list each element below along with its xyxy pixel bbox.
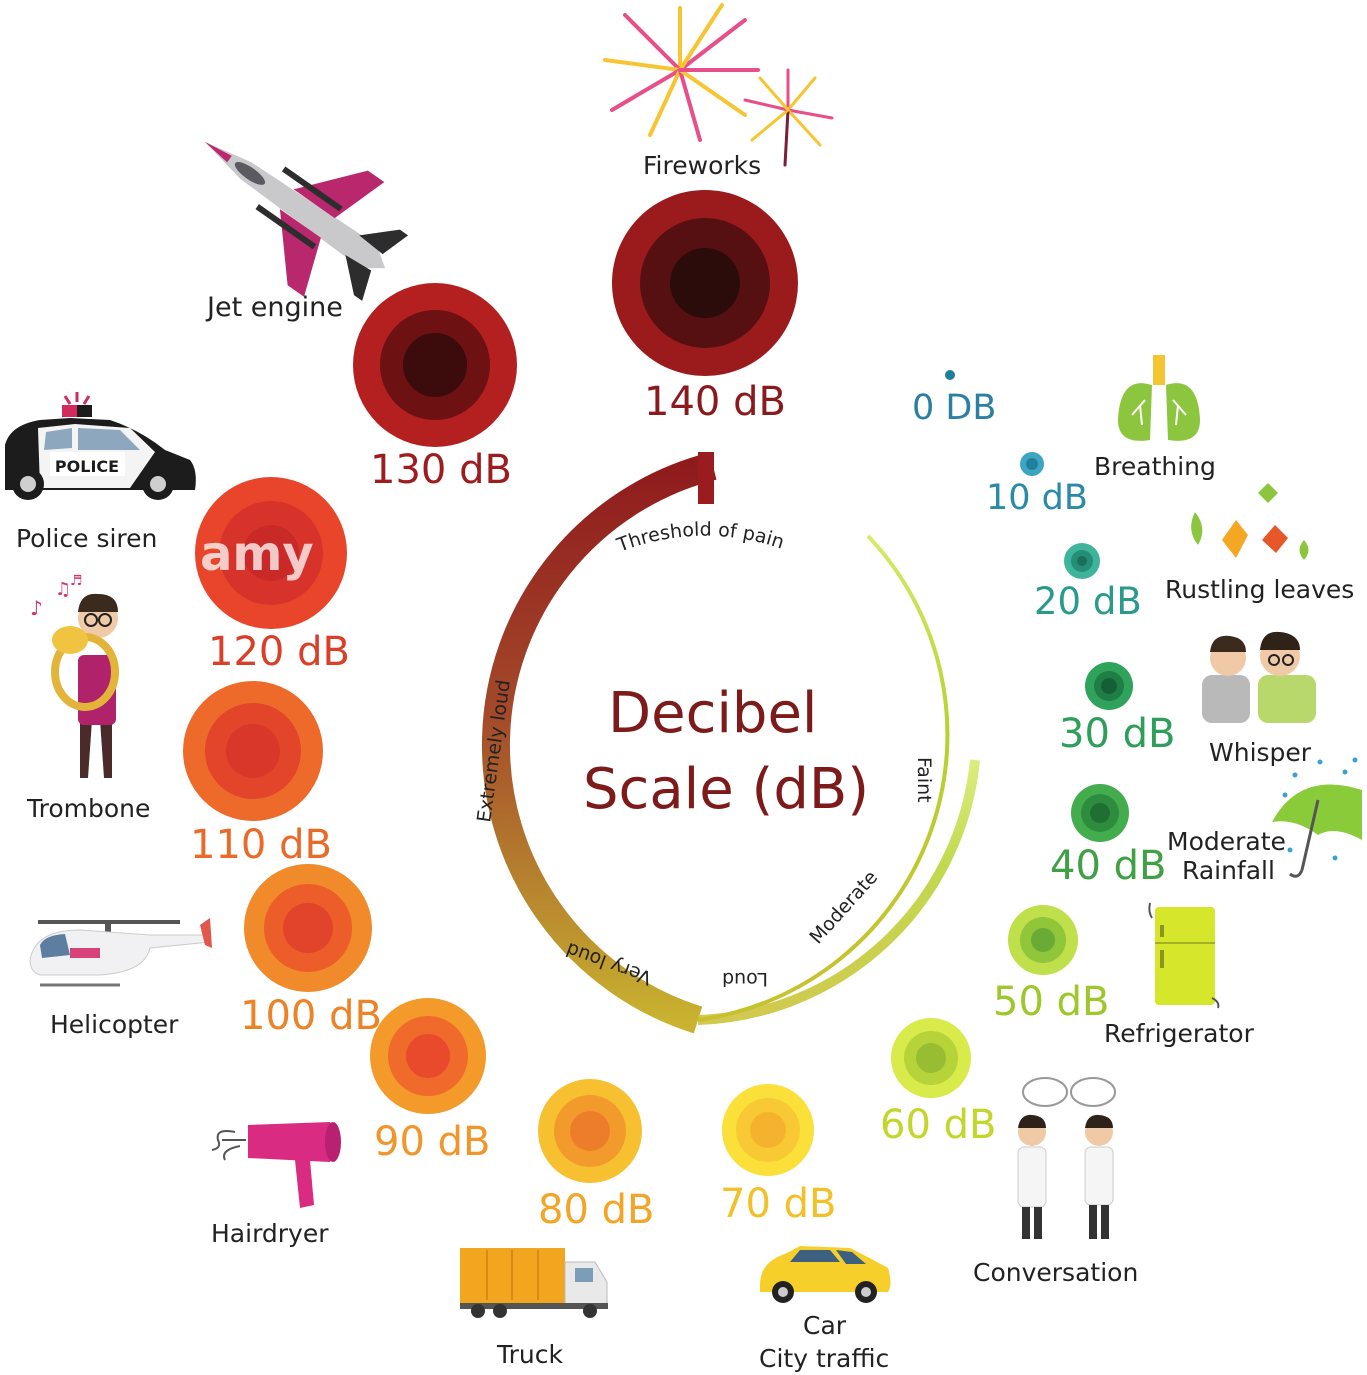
db-label-0: 0 DB [912, 388, 997, 428]
scale-ring [481, 452, 980, 1034]
level-circle-0 [945, 370, 955, 380]
ring-loud-segment [481, 452, 717, 1034]
db-label-70: 70 dB [720, 1181, 837, 1227]
db-label-90: 90 dB [374, 1119, 491, 1165]
source-label-whisper: Whisper [1209, 738, 1312, 767]
level-circle-90 [370, 998, 486, 1114]
level-circle-40 [1071, 784, 1129, 842]
level-circle-30 [1085, 662, 1133, 710]
faint-label: Faint [913, 757, 935, 803]
source-label-rainfall: Rainfall [1182, 856, 1275, 885]
whisper-icon [1202, 631, 1316, 723]
db-label-40: 40 dB [1050, 843, 1167, 889]
db-label-130: 130 dB [370, 447, 512, 493]
ring-quiet-thick [697, 759, 980, 1025]
db-label-20: 20 dB [1034, 580, 1142, 623]
fighter-jet-icon [204, 141, 409, 301]
db-label-60: 60 dB [880, 1102, 997, 1148]
level-circle-100 [244, 864, 372, 992]
ring-quiet-segment [697, 534, 950, 1022]
level-circles [183, 190, 1133, 1183]
svg-text:♪: ♪ [30, 596, 43, 620]
source-label-fireworks: Fireworks [643, 151, 762, 180]
lungs-icon [1118, 355, 1200, 441]
source-label-city-traffic: City traffic [759, 1344, 890, 1373]
source-label-helicopter: Helicopter [50, 1010, 179, 1039]
level-circle-80 [538, 1079, 642, 1183]
source-label-moderate: Moderate [1167, 827, 1286, 856]
level-circle-10 [1020, 452, 1044, 476]
refrigerator-icon [1148, 902, 1220, 1009]
source-label-breathing: Breathing [1094, 452, 1216, 481]
moderate-label: Moderate [805, 866, 882, 948]
db-label-30: 30 dB [1059, 711, 1176, 757]
level-circle-60 [891, 1018, 971, 1098]
police-car-icon: POLICE [5, 392, 196, 500]
db-label-10: 10 dB [986, 478, 1088, 518]
level-circle-20 [1064, 543, 1100, 579]
watermark-text: amy [200, 526, 314, 582]
ring-end-cap [698, 452, 714, 504]
truck-icon [460, 1248, 608, 1318]
source-label-car: Car [803, 1311, 847, 1340]
fireworks-icon [603, 3, 834, 167]
leaves-icon [1191, 483, 1309, 560]
source-label-trombone: Trombone [27, 794, 151, 823]
level-circle-140 [612, 190, 798, 376]
trombone-player-icon: ♪ ♫ ♬ [30, 573, 119, 778]
level-circle-50 [1008, 905, 1078, 975]
hairdryer-icon [211, 1122, 341, 1208]
threshold-of-pain-label: Threshold of pain [613, 519, 787, 557]
loud-label: Loud [722, 968, 768, 990]
source-label-hairdryer: Hairdryer [211, 1219, 329, 1248]
level-circle-110 [183, 681, 323, 821]
db-label-120: 120 dB [208, 629, 350, 675]
db-label-110: 110 dB [190, 822, 332, 868]
db-label-100: 100 dB [240, 993, 382, 1039]
umbrella-rain-icon [1272, 757, 1362, 878]
level-circle-130 [353, 283, 517, 447]
source-label-refrigerator: Refrigerator [1104, 1019, 1254, 1048]
helicopter-icon [29, 918, 212, 987]
svg-text:♬: ♬ [70, 573, 83, 589]
svg-text:♫: ♫ [55, 579, 71, 600]
source-label-truck: Truck [497, 1340, 563, 1369]
db-label-50: 50 dB [993, 979, 1110, 1025]
source-label-police-siren: Police siren [16, 524, 158, 553]
conversation-icon [1017, 1077, 1116, 1239]
police-car-text: POLICE [55, 457, 119, 476]
db-label-80: 80 dB [538, 1187, 655, 1233]
source-label-conversation: Conversation [973, 1258, 1139, 1287]
title-line-2: Scale (dB) [583, 757, 870, 822]
car-icon [760, 1246, 891, 1303]
db-label-140: 140 dB [644, 379, 786, 425]
source-label-rustling-leaves: Rustling leaves [1165, 575, 1355, 604]
title-line-1: Decibel [608, 681, 818, 746]
source-label-jet-engine: Jet engine [207, 292, 343, 323]
level-circle-120 [195, 477, 347, 629]
level-circle-70 [722, 1084, 814, 1176]
